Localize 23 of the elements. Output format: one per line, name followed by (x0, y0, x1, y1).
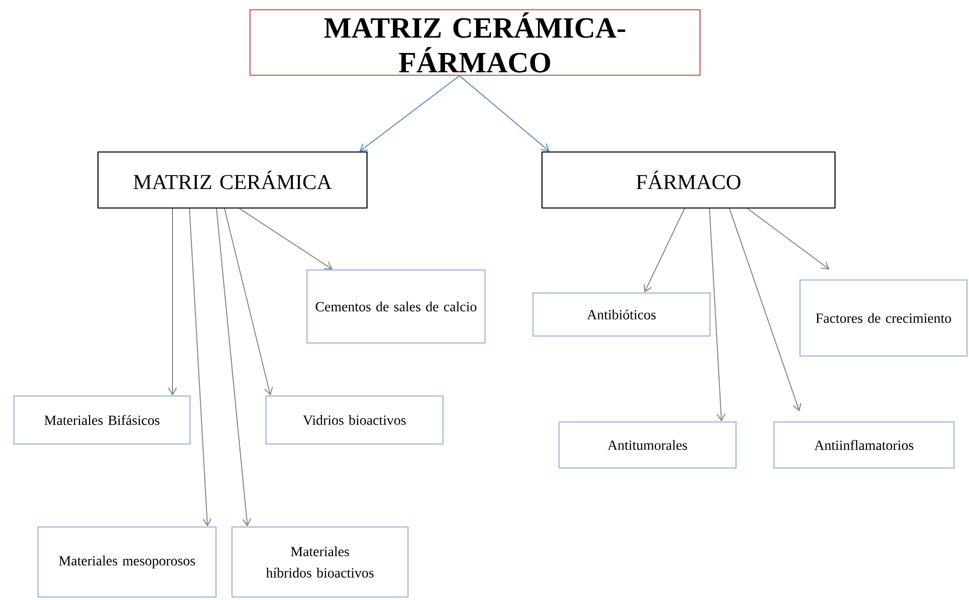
item-box: Cementos de sales de calcio (306, 269, 486, 344)
item-box: Materiales híbridos bioactivos (231, 526, 409, 598)
arrow (224, 208, 274, 396)
item-box: Antitumorales (558, 421, 737, 469)
item-box: Factores de crecimiento (799, 279, 968, 357)
item-box: Antiinflamatorios (773, 421, 955, 469)
arrow (189, 208, 212, 526)
arrow (239, 208, 332, 270)
item-box: Vidrios bioactivos (265, 395, 444, 445)
arrow (709, 208, 726, 422)
arrow (359, 75, 460, 152)
title-box: MATRIZ CERÁMICA- FÁRMACO (249, 9, 701, 76)
arrow (747, 208, 830, 270)
category-box: FÁRMACO (541, 151, 836, 209)
item-box: Materiales Bifásicos (13, 395, 191, 445)
arrow (459, 75, 550, 152)
arrow (644, 208, 685, 292)
arrow (168, 208, 177, 396)
arrow (729, 208, 802, 412)
item-box: Materiales mesoporosos (37, 526, 217, 598)
category-box: MATRIZ CERÁMICA (97, 151, 368, 209)
item-box: Antibióticos (532, 292, 711, 337)
arrow (216, 208, 252, 526)
